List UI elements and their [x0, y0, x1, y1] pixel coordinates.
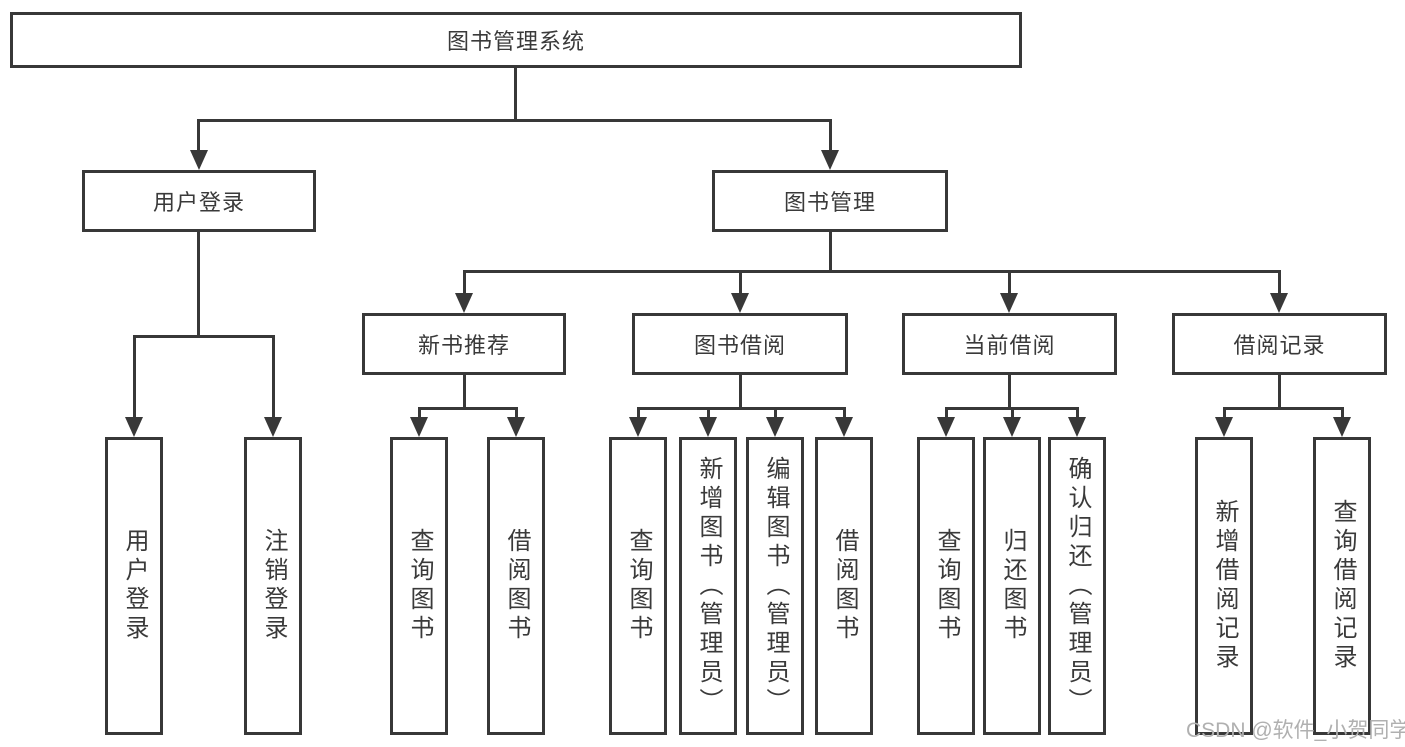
connector-line	[197, 232, 200, 338]
node-user-login-label: 用户登录	[152, 190, 245, 215]
connector-line	[418, 407, 421, 419]
watermark: CSDN @软件_小贺同学	[1186, 719, 1405, 742]
node-leaf-return-books: 归还图书	[983, 437, 1041, 735]
connector-line	[1008, 375, 1011, 410]
node-leaf-query-books-recommend: 查询图书	[390, 437, 448, 735]
connector-line	[463, 375, 466, 410]
connector-line	[829, 119, 832, 152]
node-leaf-confirm-return-admin-label: 确认归还（管理员）	[1064, 455, 1091, 717]
connector-line	[133, 335, 136, 419]
connector-line	[1011, 407, 1014, 419]
arrowhead-icon	[699, 417, 717, 437]
arrowhead-icon	[1000, 293, 1018, 313]
arrowhead-icon	[264, 417, 282, 437]
node-leaf-borrow-books-recommend-label: 借阅图书	[503, 528, 530, 644]
arrowhead-icon	[1003, 417, 1021, 437]
node-leaf-add-borrow-record: 新增借阅记录	[1195, 437, 1253, 735]
node-borrowing-records: 借阅记录	[1172, 313, 1387, 375]
arrowhead-icon	[766, 417, 784, 437]
node-leaf-query-borrow-record-label: 查询借阅记录	[1329, 499, 1356, 673]
connector-line	[774, 407, 777, 419]
node-current-borrowing: 当前借阅	[902, 313, 1117, 375]
node-leaf-add-books-admin-label: 新增图书（管理员）	[695, 455, 722, 717]
arrowhead-icon	[507, 417, 525, 437]
node-borrowing-records-label: 借阅记录	[1233, 333, 1326, 358]
node-book-management: 图书管理	[712, 170, 948, 232]
node-book-borrowing: 图书借阅	[632, 313, 848, 375]
connector-line	[1223, 407, 1344, 410]
connector-line	[945, 407, 948, 419]
connector-line	[739, 270, 742, 295]
connector-line	[1278, 270, 1281, 295]
node-leaf-add-books-admin: 新增图书（管理员）	[679, 437, 737, 735]
arrowhead-icon	[731, 293, 749, 313]
arrowhead-icon	[410, 417, 428, 437]
arrowhead-icon	[1215, 417, 1233, 437]
node-user-login: 用户登录	[82, 170, 316, 232]
node-leaf-borrow-books: 借阅图书	[815, 437, 873, 735]
connector-line	[418, 407, 518, 410]
arrowhead-icon	[455, 293, 473, 313]
connector-line	[1341, 407, 1344, 419]
node-leaf-logout-label: 注销登录	[260, 528, 287, 644]
connector-line	[463, 270, 466, 295]
node-leaf-return-books-label: 归还图书	[999, 528, 1026, 644]
connector-line	[1076, 407, 1079, 419]
node-library-system: 图书管理系统	[10, 12, 1022, 68]
arrowhead-icon	[1068, 417, 1086, 437]
connector-line	[133, 335, 275, 338]
connector-line	[514, 68, 517, 120]
node-leaf-borrow-books-recommend: 借阅图书	[487, 437, 545, 735]
node-current-borrowing-label: 当前借阅	[963, 333, 1056, 358]
arrowhead-icon	[835, 417, 853, 437]
connector-line	[829, 232, 832, 273]
connector-line	[1223, 407, 1226, 419]
node-leaf-add-borrow-record-label: 新增借阅记录	[1211, 499, 1238, 673]
arrowhead-icon	[1270, 293, 1288, 313]
connector-line	[739, 375, 742, 410]
connector-line	[1278, 375, 1281, 410]
node-leaf-edit-books-admin-label: 编辑图书（管理员）	[762, 455, 789, 717]
node-leaf-query-books-borrowing: 查询图书	[609, 437, 667, 735]
arrowhead-icon	[629, 417, 647, 437]
node-leaf-user-login: 用户登录	[105, 437, 163, 735]
connector-line	[197, 119, 200, 152]
connector-line	[843, 407, 846, 419]
connector-line	[707, 407, 710, 419]
node-leaf-query-books-recommend-label: 查询图书	[406, 528, 433, 644]
node-leaf-query-books-borrowing-label: 查询图书	[625, 528, 652, 644]
connector-line	[463, 270, 1281, 273]
connector-line	[197, 119, 832, 122]
node-leaf-confirm-return-admin: 确认归还（管理员）	[1048, 437, 1106, 735]
arrowhead-icon	[1333, 417, 1351, 437]
connector-line	[637, 407, 846, 410]
arrowhead-icon	[937, 417, 955, 437]
node-leaf-query-books-current: 查询图书	[917, 437, 975, 735]
node-leaf-edit-books-admin: 编辑图书（管理员）	[746, 437, 804, 735]
node-leaf-logout: 注销登录	[244, 437, 302, 735]
connector-line	[272, 335, 275, 419]
node-leaf-query-borrow-record: 查询借阅记录	[1313, 437, 1371, 735]
node-new-book-recommend: 新书推荐	[362, 313, 566, 375]
node-book-management-label: 图书管理	[783, 190, 876, 215]
node-leaf-query-books-current-label: 查询图书	[933, 528, 960, 644]
arrowhead-icon	[125, 417, 143, 437]
node-leaf-borrow-books-label: 借阅图书	[831, 528, 858, 644]
arrowhead-icon	[190, 150, 208, 170]
node-book-borrowing-label: 图书借阅	[693, 333, 786, 358]
connector-line	[1008, 270, 1011, 295]
node-library-system-label: 图书管理系统	[446, 29, 585, 54]
connector-line	[515, 407, 518, 419]
arrowhead-icon	[821, 150, 839, 170]
node-leaf-user-login-label: 用户登录	[121, 528, 148, 644]
node-new-book-recommend-label: 新书推荐	[417, 333, 510, 358]
connector-line	[637, 407, 640, 419]
